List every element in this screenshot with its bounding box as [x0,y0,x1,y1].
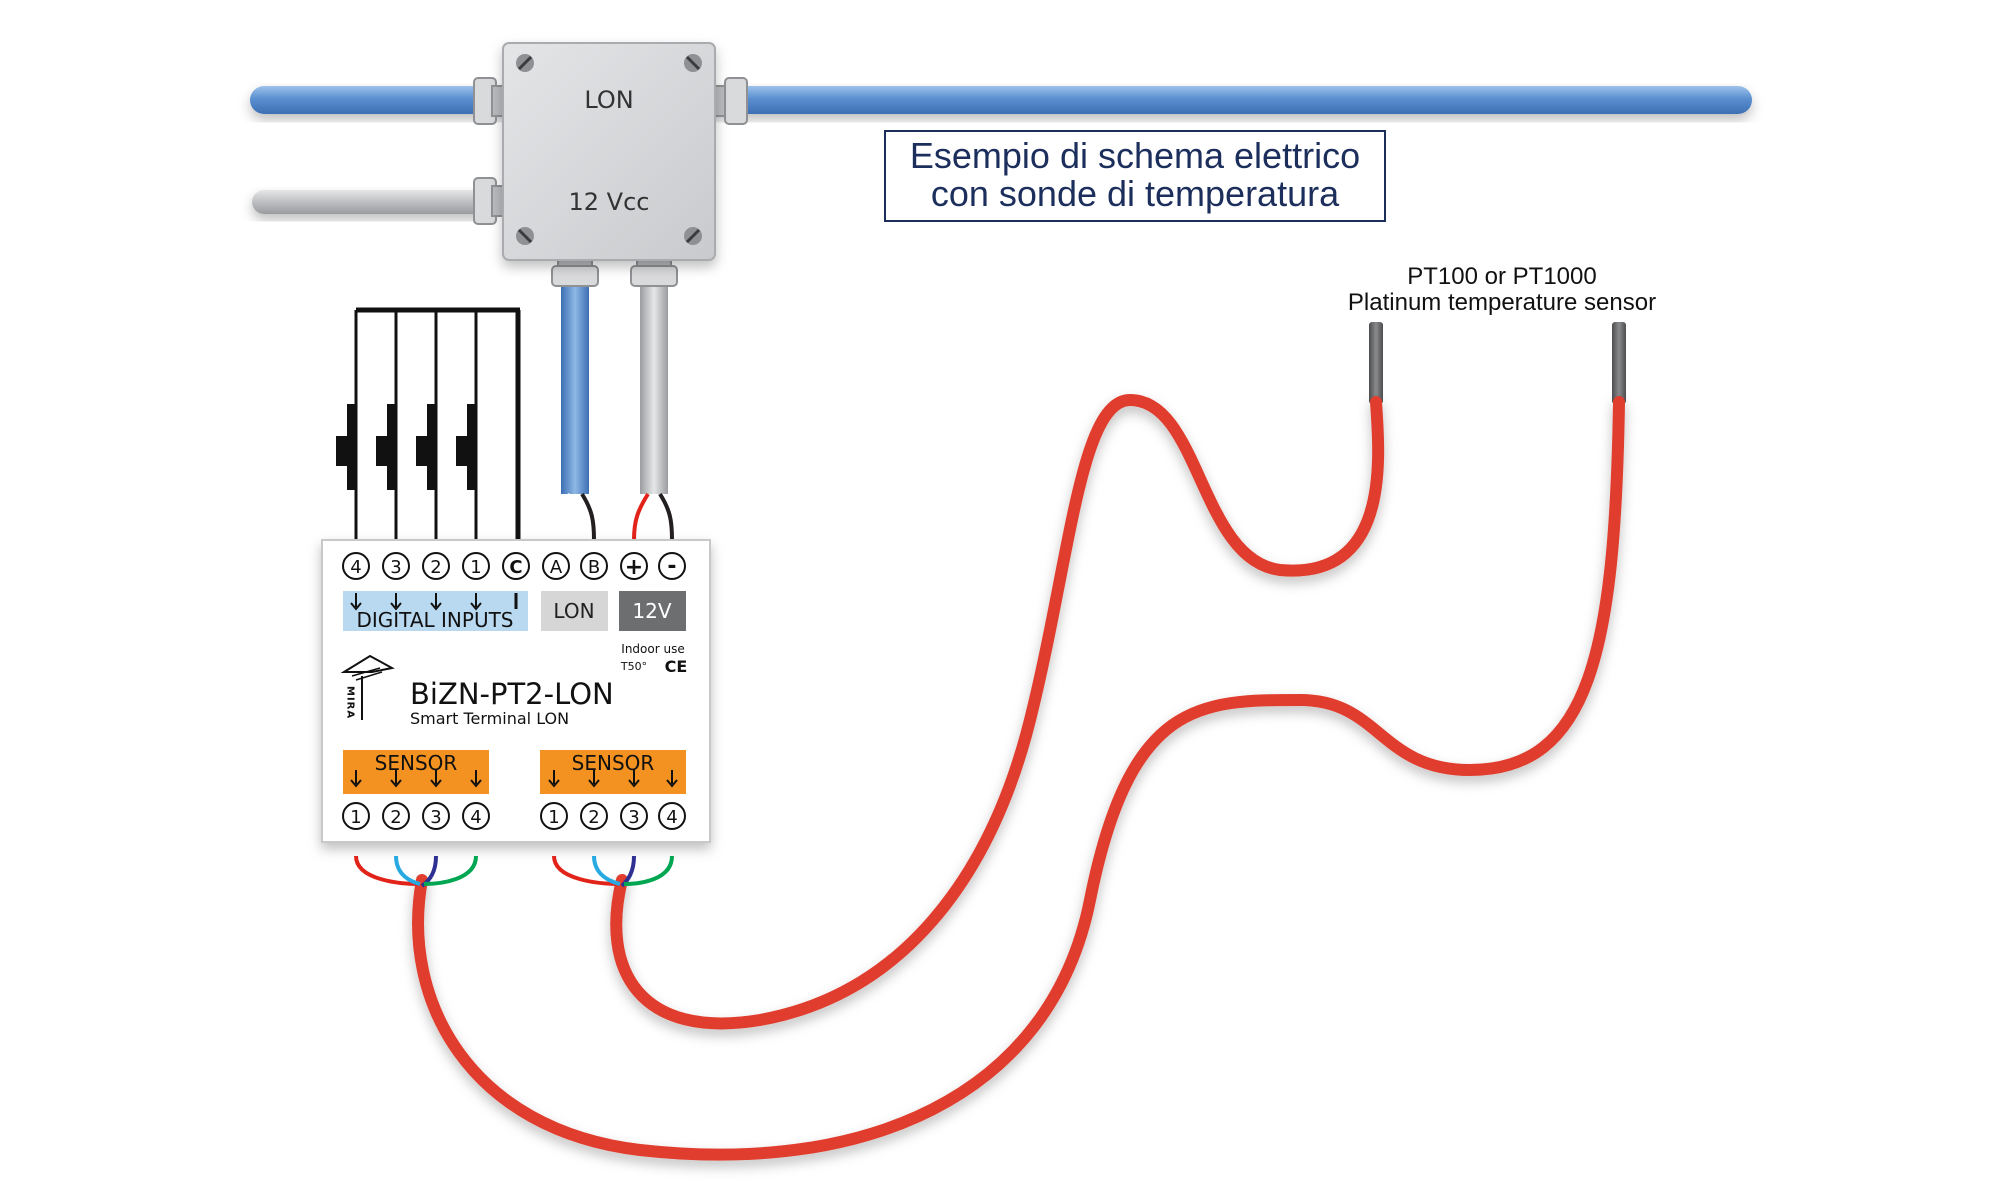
sensor-badge-1 [343,750,489,794]
power-conductors [632,492,674,541]
cable-gland-bottom-right [630,257,678,287]
temperature-rating: T50° [620,660,647,673]
junction-box-screws [516,54,702,245]
sensor-terminal-label: 2 [390,807,401,828]
sensor-cable-1 [610,393,1385,1030]
cable-gland-left-bottom [473,177,507,225]
sensor-conductors-2 [552,855,674,888]
sensor-terminal-label: 1 [350,807,361,828]
top-terminal-label: 3 [390,557,401,578]
top-terminal-label: 4 [350,557,361,578]
power-badge [619,591,686,631]
sensor-terminal-label: 3 [430,807,441,828]
sensor-terminal-row-2: 1 2 3 4 [540,802,686,830]
lon-conductors [554,492,596,541]
sensor-terminal-label: 4 [666,807,677,828]
top-terminal-label: 2 [430,557,441,578]
ce-mark: CE [665,657,688,676]
sensor-terminal-row-1: 1 2 3 4 [342,802,490,830]
junction-box-power-label: 12 Vcc [569,188,650,216]
power-cable [252,190,492,214]
sensor-badge-2 [540,750,686,794]
sensor-terminal-label: 1 [548,807,559,828]
temperature-probe-1 [1369,322,1383,404]
sensor-badge-2-label: SENSOR [572,751,655,775]
top-terminal-row: 4 3 2 1 C A B + - [342,552,686,580]
digital-inputs-label: DIGITAL INPUTS [356,608,513,632]
cable-gland-right [712,77,748,125]
sensor-cable-2 [412,396,1625,1161]
sensor-badge-1-label: SENSOR [375,751,458,775]
sensor-terminal-label: 3 [628,807,639,828]
brand-logo: MIRA [340,654,395,720]
sensor-caption-line1: PT100 or PT1000 [1407,263,1596,290]
lon-drop-cable [561,282,589,494]
top-terminal-label: A [550,557,563,578]
top-terminal-label: C [509,557,522,578]
sensor-caption-line2: Platinum temperature sensor [1348,289,1656,316]
diagram-title-box [884,130,1386,222]
cable-gland-left-top [473,77,507,125]
top-terminal-label: - [667,554,676,579]
temperature-probe-2 [1612,322,1626,404]
sensor-terminal-label: 4 [470,807,481,828]
top-terminal-label: B [588,557,600,578]
indoor-use-label: Indoor use [621,642,684,656]
cable-gland-bottom-left [551,257,599,287]
top-terminal-label: 1 [470,557,481,578]
device-subtitle: Smart Terminal LON [410,709,569,728]
junction-box [502,42,716,261]
power-badge-label: 12V [632,599,671,623]
lon-badge [541,591,608,631]
top-terminal-label: + [625,555,643,580]
digital-input-switches [336,307,521,540]
digital-inputs-badge [343,591,528,631]
junction-box-lon-label: LON [584,86,633,114]
diagram-title-line1: Esempio di schema elettrico [910,135,1360,176]
sensor-terminal-label: 2 [588,807,599,828]
sensor-conductors-1 [354,855,478,888]
brand-logo-text: MIRA [345,686,356,719]
power-drop-cable [640,282,668,494]
lon-badge-label: LON [553,599,594,623]
diagram-title-line2: con sonde di temperatura [931,173,1340,214]
device-model-name: BiZN-PT2-LON [410,677,614,711]
